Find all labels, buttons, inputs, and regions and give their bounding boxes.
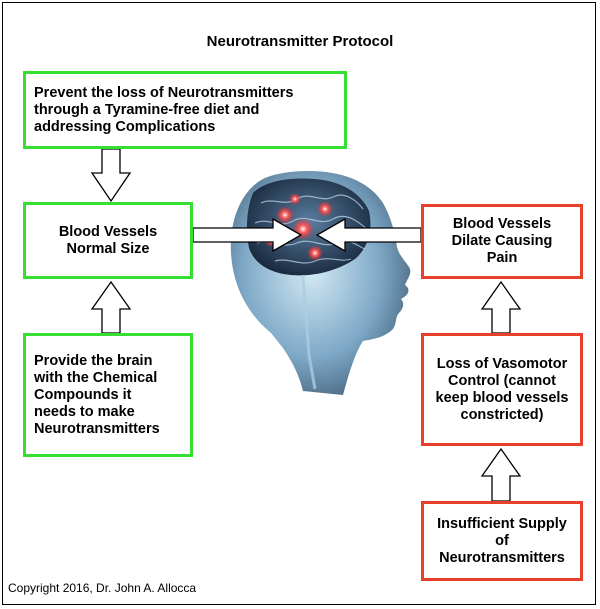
box-line: addressing Complications — [34, 118, 216, 135]
brain-head-illustration — [230, 171, 411, 395]
arrow-prevent-to-normal — [90, 148, 132, 203]
arrow-provide-to-normal — [90, 280, 132, 334]
box-line: Insufficient Supply — [437, 515, 567, 532]
arrow-normal-to-brain — [192, 217, 303, 253]
arrow-dilate-to-brain — [315, 217, 422, 253]
box-line: Control (cannot — [448, 372, 556, 389]
box-line: Normal Size — [66, 240, 150, 257]
box-insufficient-supply: Insufficient Supply of Neurotransmitters — [421, 501, 583, 581]
box-line: Blood Vessels — [452, 216, 552, 232]
box-line: Dilate Causing — [451, 233, 553, 249]
arrow-loss-to-dilate — [480, 280, 522, 334]
box-line: Provide the brain — [34, 352, 153, 369]
box-line: of — [495, 532, 509, 549]
box-line: Neurotransmitters — [34, 420, 160, 437]
box-provide-brain: Provide the brain with the Chemical Comp… — [23, 333, 193, 457]
diagram-title: Neurotransmitter Protocol — [206, 33, 394, 50]
box-dilate-pain: Blood Vessels Dilate Causing Pain — [421, 204, 583, 279]
box-normal-size: Blood Vessels Normal Size — [23, 202, 193, 279]
copyright-note: Copyright 2016, Dr. John A. Allocca — [8, 581, 197, 595]
diagram-art — [90, 148, 522, 502]
box-line: with the Chemical — [34, 369, 158, 386]
arrow-insufficient-to-loss — [480, 447, 522, 502]
box-line: keep blood vessels — [435, 389, 569, 406]
box-line: through a Tyramine-free diet and — [34, 101, 260, 118]
box-line: Neurotransmitters — [439, 549, 565, 566]
box-line: Blood Vessels — [58, 223, 158, 240]
box-line: needs to make — [34, 403, 135, 420]
box-line: Compounds it — [34, 386, 132, 403]
box-loss-vasomotor: Loss of Vasomotor Control (cannot keep b… — [421, 333, 583, 446]
box-line: Pain — [486, 250, 518, 266]
box-line: constricted) — [460, 406, 544, 423]
box-line: Prevent the loss of Neurotransmitters — [34, 84, 294, 101]
box-line: Loss of Vasomotor — [436, 355, 568, 372]
box-prevent-loss: Prevent the loss of Neurotransmitters th… — [23, 71, 347, 149]
